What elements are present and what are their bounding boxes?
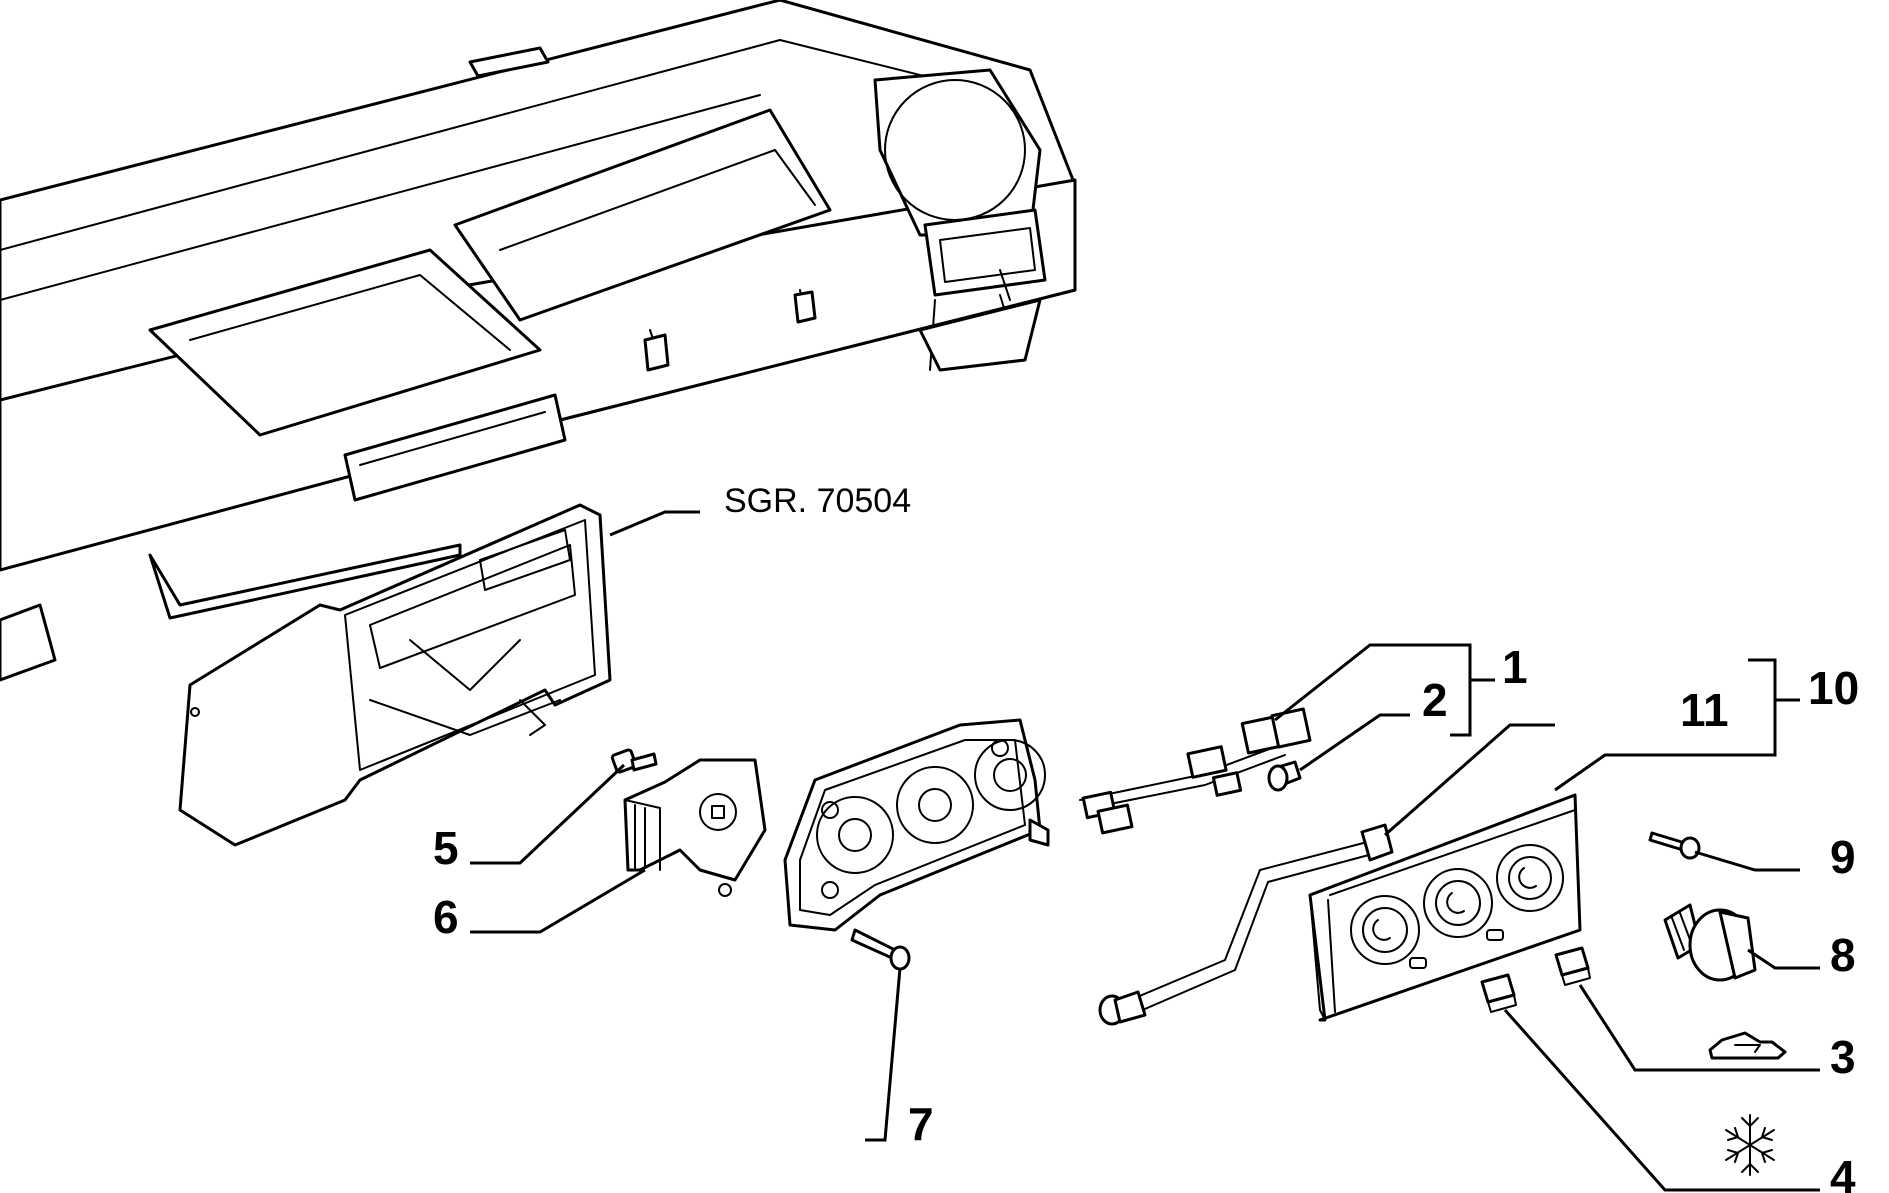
- control-mounting-plate: [783, 718, 1050, 932]
- screw-part-5: [610, 748, 658, 774]
- console-bezel: [178, 503, 612, 847]
- bulb-part-2: [1267, 760, 1302, 792]
- screw-part-7: [850, 928, 911, 971]
- callout-4: 4: [1830, 1151, 1856, 1193]
- callout-11: 11: [1680, 684, 1729, 736]
- switch-part-3: [1554, 946, 1591, 986]
- blower-switch-part-6: [623, 758, 767, 897]
- switch-part-4: [1480, 973, 1517, 1013]
- callout-5: 5: [433, 822, 459, 874]
- knob-part-8: [1663, 903, 1757, 982]
- callout-2: 2: [1422, 674, 1448, 726]
- callout-3: 3: [1830, 1031, 1856, 1083]
- callout-8: 8: [1830, 929, 1856, 981]
- callout-10: 10: [1808, 662, 1859, 714]
- callout-6: 6: [433, 891, 459, 943]
- wiring-harness-part-1: [1079, 707, 1312, 835]
- callout-1: 1: [1502, 641, 1528, 693]
- recirculation-car-icon: [1708, 1031, 1787, 1060]
- screw-part-9: [1648, 831, 1701, 860]
- dashboard-assembly: [0, 0, 1077, 682]
- leader-lines: [470, 643, 1820, 1192]
- snowflake-icon: [1725, 1114, 1775, 1176]
- reference-leader: [609, 510, 700, 537]
- callout-7: 7: [908, 1098, 934, 1150]
- control-panel-part-10: [1308, 793, 1582, 1022]
- callout-9: 9: [1830, 831, 1856, 883]
- reference-label: SGR. 70504: [724, 482, 911, 520]
